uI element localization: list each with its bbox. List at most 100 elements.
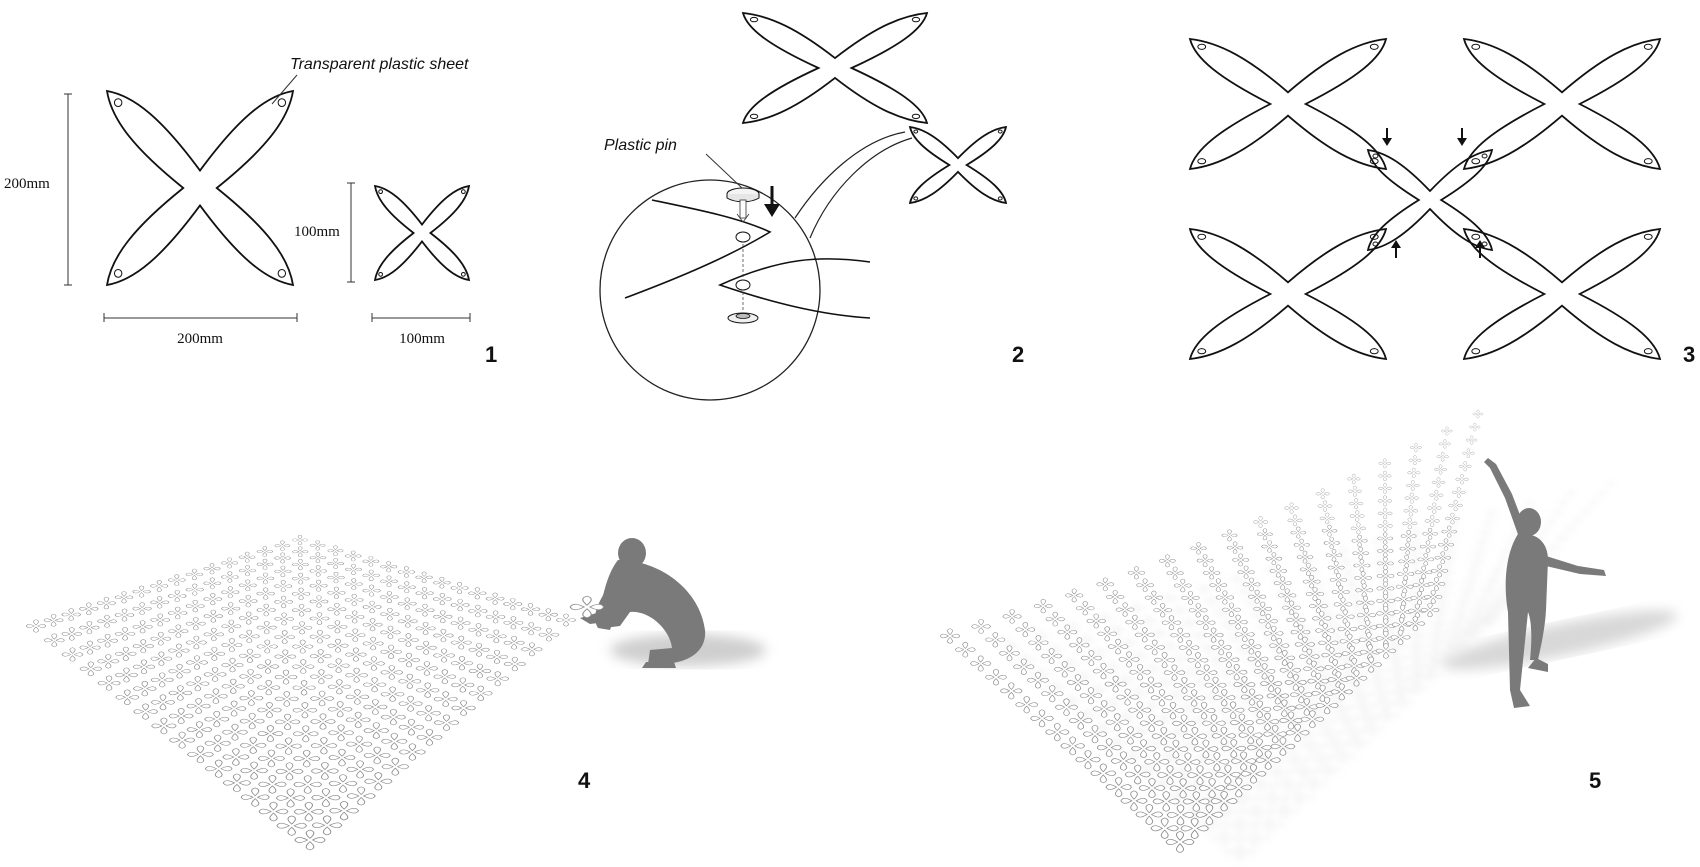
mesh-shadow-cell (1298, 738, 1325, 754)
mesh-flower-cell (1287, 514, 1303, 527)
mesh-flower-cell (258, 801, 289, 822)
mesh-flower-cell (274, 565, 292, 578)
mesh-shadow-cell (1323, 737, 1349, 752)
mesh-flower-cell (1378, 483, 1392, 494)
mesh-flower-cell (1398, 554, 1416, 568)
mesh-flower-cell (1395, 579, 1414, 594)
mesh-shadow-cell (1170, 605, 1190, 617)
mesh-flower-cell (1265, 552, 1283, 566)
mesh-shadow-cell (1564, 490, 1576, 497)
mesh-flower-cell (1321, 524, 1338, 537)
mesh-flower-cell (1139, 676, 1163, 694)
mesh-flower-cell (1351, 534, 1368, 547)
mesh-shadow-cell (1344, 735, 1371, 750)
mesh-shadow-cell (1160, 593, 1180, 604)
panel-2-number: 2 (1012, 342, 1024, 367)
mesh-flower-cell (274, 552, 291, 564)
mesh-flower-cell (203, 592, 223, 606)
mesh-flower-cell (311, 815, 343, 836)
mesh-flower-cell (415, 660, 439, 676)
mesh-flower-cell (468, 685, 493, 702)
mesh-shadow-cell (1604, 480, 1616, 488)
mesh-flower-cell (415, 621, 436, 636)
mesh-flower-cell (1290, 526, 1307, 539)
mesh-flower-cell (468, 604, 488, 618)
mesh-flower-cell (1015, 621, 1036, 638)
mesh-flower-cell (346, 760, 374, 779)
mesh-flower-cell (309, 565, 327, 577)
mesh-flower-cell (970, 655, 992, 672)
mesh-shadow-cell (1471, 547, 1488, 557)
mesh-flower-cell (327, 679, 352, 695)
mesh-flower-cell (238, 648, 261, 663)
mesh-flower-cell (167, 606, 188, 620)
mesh-shadow-cell (1269, 803, 1299, 819)
mesh-flower-cell (1427, 577, 1446, 591)
mesh-flower-cell (1082, 724, 1108, 744)
mesh-shadow-cell (1478, 528, 1493, 537)
mesh-flower-cell (185, 635, 207, 650)
mesh-flower-cell (1015, 695, 1039, 714)
mesh-flower-cell (1069, 637, 1090, 653)
mesh-flower-cell (1136, 578, 1155, 593)
mesh-shadow-cell (1484, 575, 1502, 585)
mesh-flower-cell (1002, 609, 1022, 624)
mesh-flower-cell (291, 603, 312, 617)
mesh-shadow-cell (1485, 508, 1499, 517)
mesh-flower-cell (1209, 578, 1228, 593)
mesh-flower-cell (310, 690, 335, 707)
mesh-flower-cell (1180, 817, 1209, 840)
mesh-flower-cell (1028, 635, 1049, 651)
mesh-flower-cell (221, 602, 241, 616)
mesh-flower-cell (291, 558, 309, 571)
mesh-flower-cell (1469, 422, 1481, 432)
arrow-down-left-icon (1382, 128, 1392, 146)
mesh-flower-cell (150, 595, 170, 609)
mesh-shadow-cell (1351, 700, 1376, 714)
mesh-flower-cell (25, 619, 47, 633)
mesh-shadow-cell (1274, 777, 1302, 793)
mesh-flower-cell (257, 679, 281, 696)
mesh-shadow-cell (1340, 567, 1358, 578)
lower-petal-edge (717, 257, 871, 319)
mesh-flower-cell (1092, 662, 1115, 680)
mesh-flower-cell (1000, 682, 1023, 700)
mesh-flower-cell (203, 646, 226, 661)
mesh-flower-cell (1455, 474, 1469, 485)
mesh-shadow-cell (1465, 567, 1482, 577)
mesh-flower-cell (1303, 660, 1325, 678)
mesh-shadow-cell (1316, 725, 1342, 740)
mesh-flower-cell (1045, 611, 1065, 627)
mesh-flower-cell (345, 711, 371, 729)
mesh-flower-cell (1182, 791, 1210, 812)
mesh-flower-cell (380, 644, 402, 659)
mesh-flower-cell (115, 667, 138, 683)
panel-2: Plastic pin 2 (599, 12, 1024, 401)
mesh-shadow-cell (1596, 489, 1608, 497)
mesh-flower-cell (1424, 515, 1440, 527)
mesh-shadow-cell (1375, 708, 1400, 723)
small-flower-piece-joined (909, 126, 1007, 204)
mesh-flower-cell (468, 642, 490, 657)
mesh-flower-cell (256, 603, 276, 617)
mesh-flower-cell (1436, 451, 1449, 462)
mesh-flower-cell (1065, 588, 1084, 603)
mesh-flower-cell (256, 587, 276, 600)
mesh-shadow-cell (1290, 764, 1318, 779)
mesh-flower-cell (1422, 527, 1438, 540)
small-height-dimension (347, 182, 355, 283)
mesh-flower-cell (292, 639, 314, 654)
mesh-flower-cell (238, 611, 259, 625)
mesh-flower-cell (256, 620, 277, 635)
mesh-flower-cell (1158, 554, 1176, 568)
mesh-flower-cell (168, 624, 189, 639)
flower-top-right (1463, 38, 1661, 170)
mesh-flower-cell (1106, 589, 1125, 604)
mesh-flower-cell (345, 647, 367, 662)
mesh-flower-cell (521, 622, 542, 636)
mesh-flower-cell (203, 577, 222, 590)
mesh-shadow-cell (1448, 615, 1468, 627)
mesh-flower-cell (294, 829, 326, 851)
mesh-flower-cell (292, 679, 316, 696)
mesh-flower-cell (486, 649, 508, 665)
